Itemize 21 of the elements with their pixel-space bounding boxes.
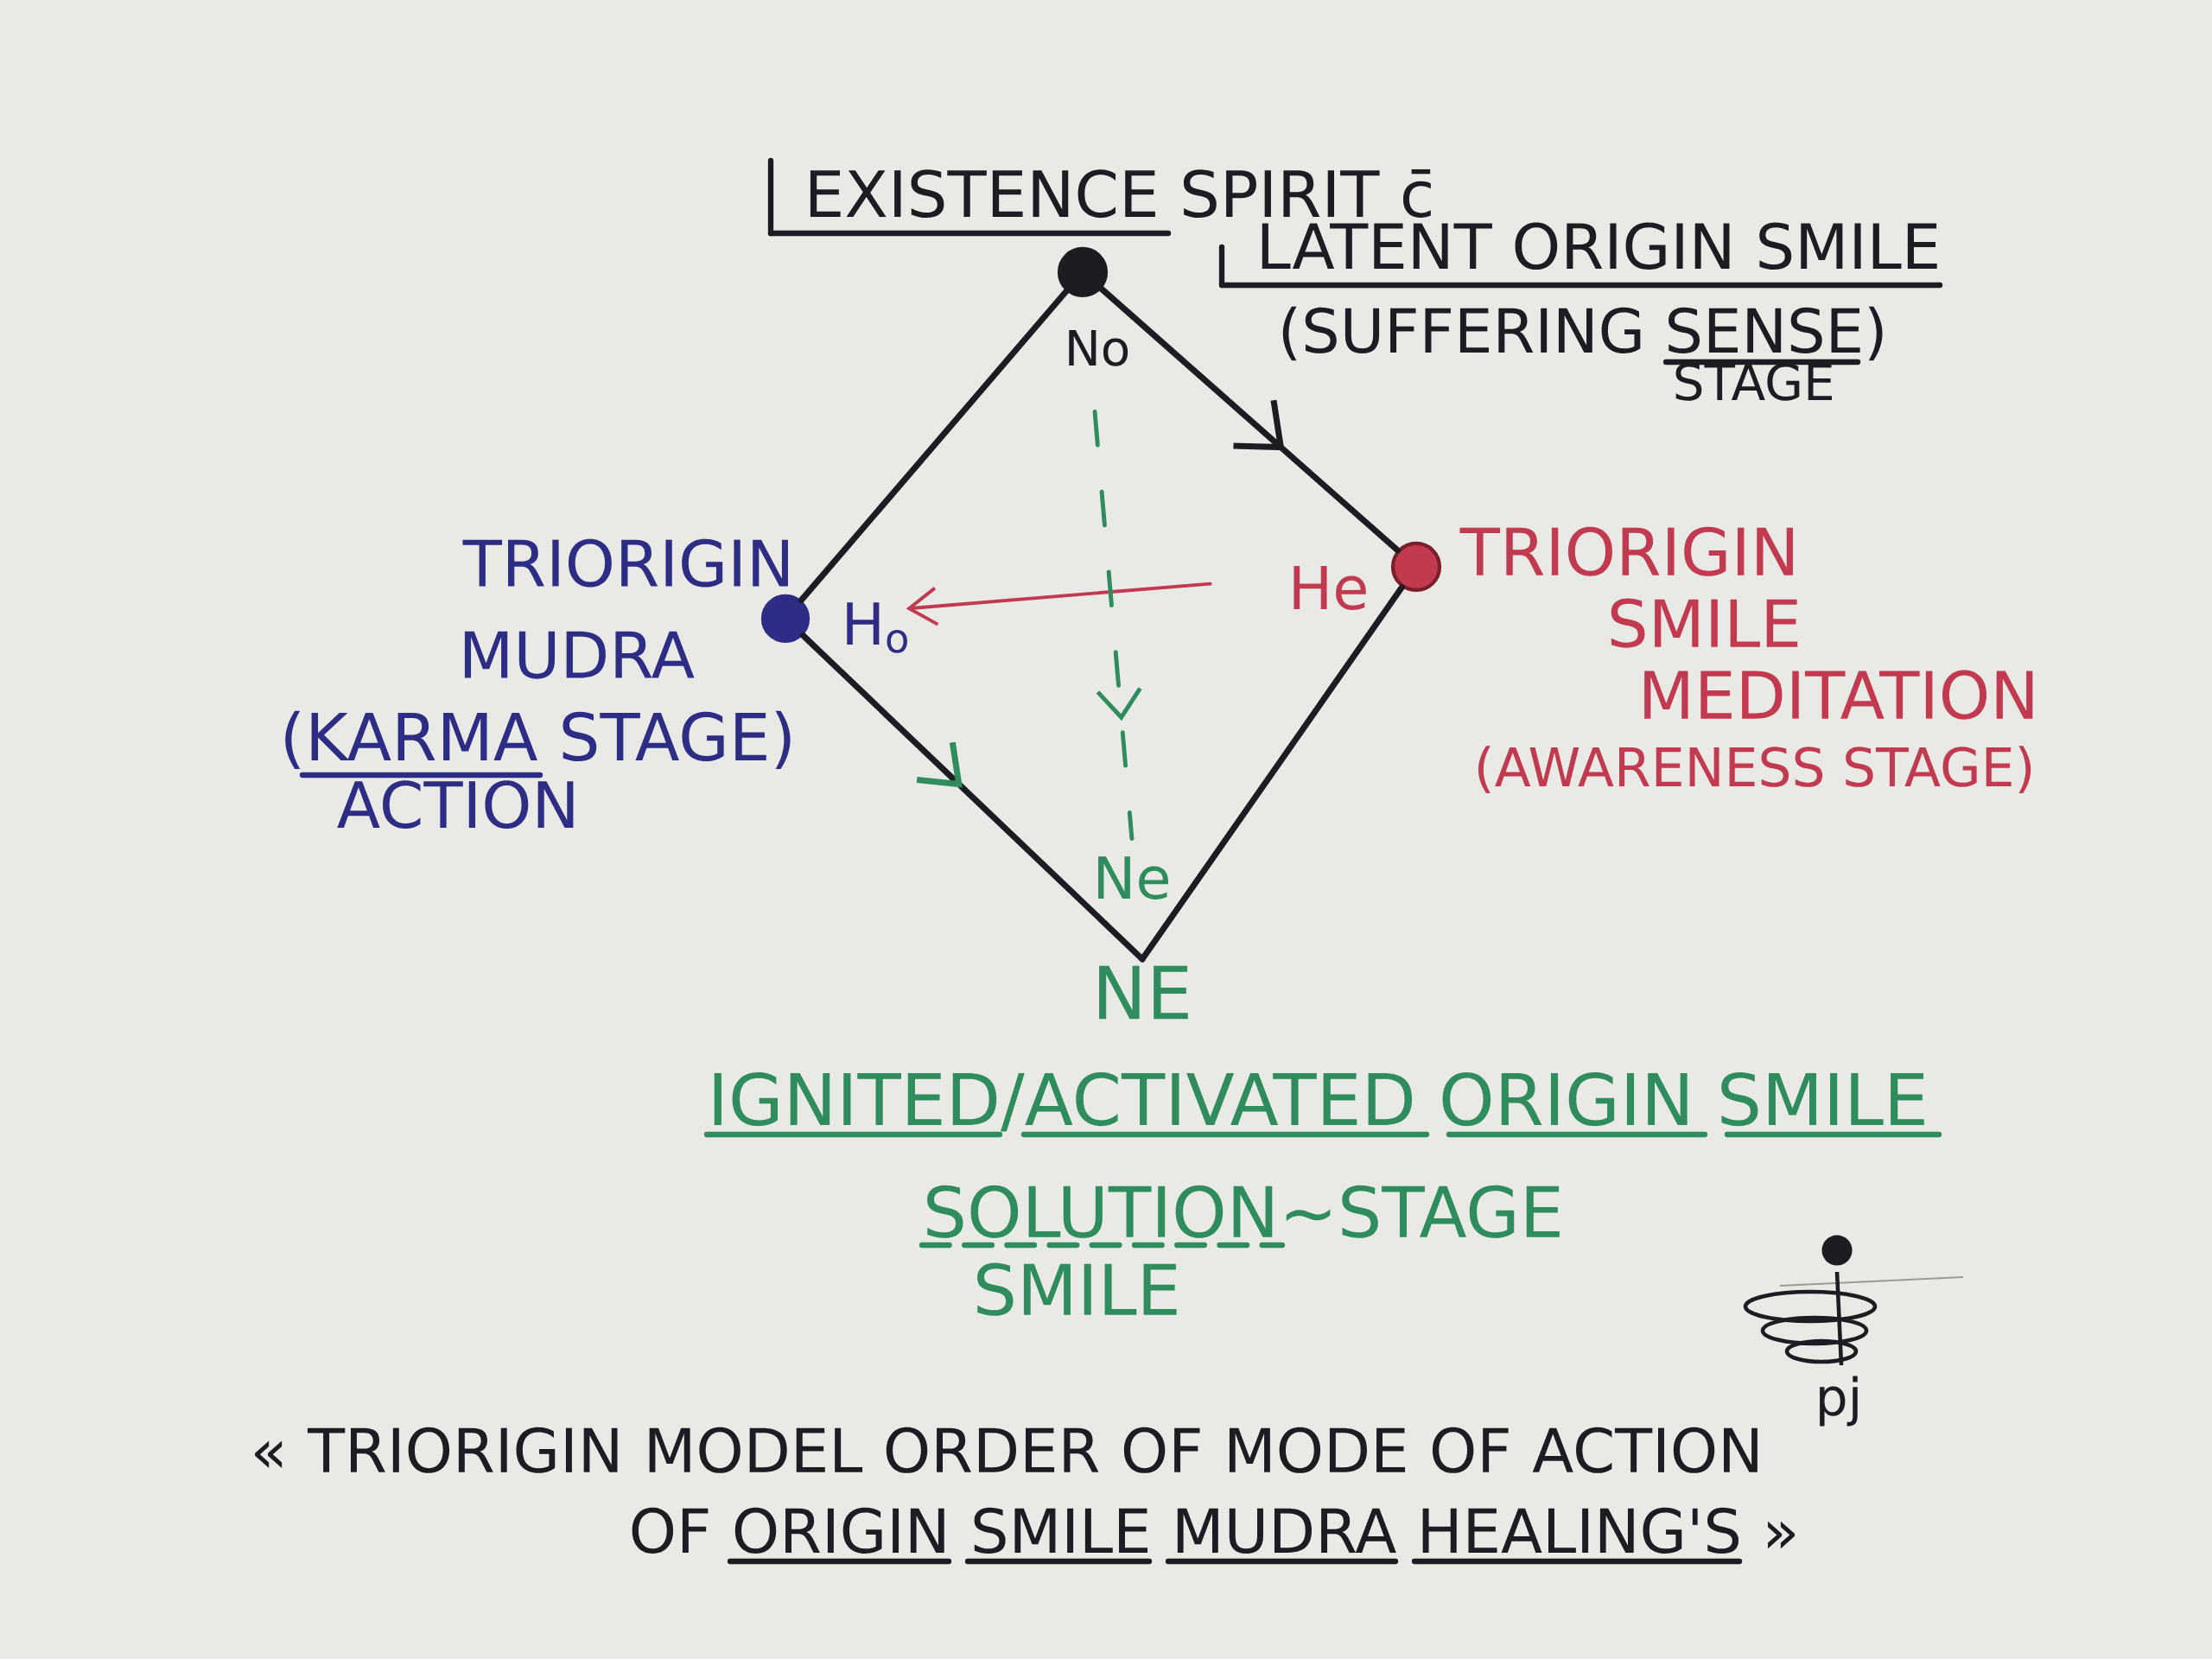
heading-text: EXISTENCE SPIRIT c̄ [810, 168, 1431, 218]
vertex-label: Ne [1098, 856, 1168, 899]
vertex-label: No [1069, 329, 1128, 366]
heading-text: LATENT ORIGIN SMILE [1262, 222, 1937, 270]
vertex-label: He [1294, 566, 1366, 610]
description-text: ACTION [337, 780, 574, 830]
vertex-label: NE [1099, 965, 1188, 1020]
vertex-label: H$_{o}$ [847, 602, 907, 653]
description-text: (KARMA STAGE) [285, 710, 791, 779]
arrow [906, 582, 1212, 626]
description-text: TRIORIGIN MUDRA [462, 538, 788, 679]
description-text: (AWARENESS STAGE) [1478, 746, 2031, 794]
description-text: TRIORIGIN SMILE MEDITATION [1459, 526, 2033, 720]
dot [1390, 541, 1442, 593]
description-text: IGNITED/ACTIVATED ORIGIN SMILE [703, 1071, 1942, 1138]
description-text: SOLUTION~STAGE SMILE [918, 1185, 1560, 1316]
initials: pj [1820, 1376, 1858, 1427]
caption: « TRIORIGIN MODEL ORDER OF MODE OF ACTION OF ORIGIN SMILE MUDRA HEALING'S » [255, 1427, 1795, 1565]
line [798, 288, 1070, 604]
dot [760, 594, 810, 644]
dot [1057, 246, 1109, 298]
